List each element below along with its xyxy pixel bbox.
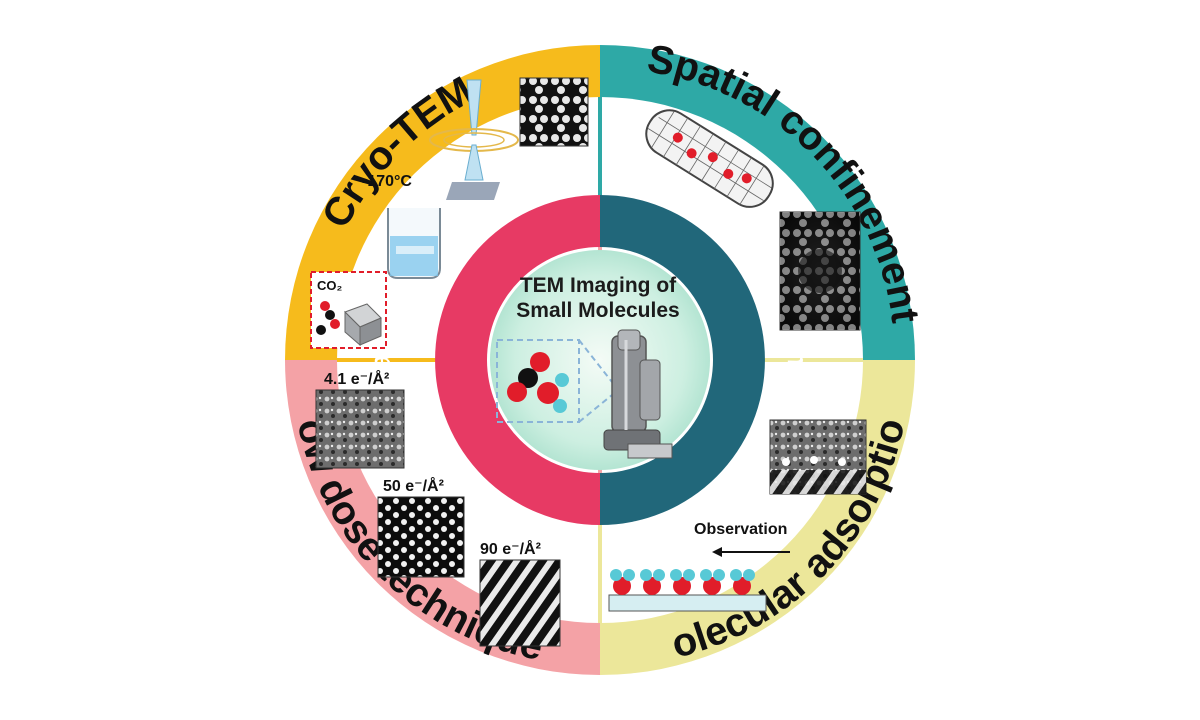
- liquid-nitrogen-vessel-icon: [387, 208, 441, 279]
- low-dose-panel: 4.1 e⁻/Å² 50 e⁻/Å² 90 e⁻/Å²: [315, 369, 561, 647]
- spatial-confinement-panel: [645, 109, 861, 331]
- dose-image-1: [315, 389, 405, 469]
- cryo-temperature-label: -170°C: [362, 173, 412, 190]
- cryo-co2-label: CO₂: [317, 278, 343, 293]
- inner-ring-left: [435, 195, 600, 525]
- tem-microscope-icon: [603, 329, 673, 459]
- inner-ring-right: [600, 195, 765, 525]
- cryo-hex-image: [519, 77, 589, 147]
- dose-label-3: 90 e⁻/Å²: [480, 539, 541, 558]
- dose-label-1: 4.1 e⁻/Å²: [324, 369, 389, 388]
- carbon-nanotube-icon: [645, 109, 774, 208]
- inner-ring: [435, 195, 765, 525]
- dose-label-2: 50 e⁻/Å²: [383, 476, 444, 495]
- dose-image-3: [479, 559, 561, 647]
- adsorbed-molecules: [610, 569, 755, 595]
- substrate-surface: [608, 594, 767, 612]
- center-title-line2: Small Molecules: [516, 299, 679, 322]
- observation-label: Observation: [694, 521, 787, 538]
- cryo-tem-panel: -170°C CO₂: [310, 77, 589, 349]
- co2-molecule-icon: [496, 339, 613, 423]
- center-title-line1: TEM Imaging of: [520, 274, 677, 297]
- dose-image-2: [377, 496, 465, 578]
- observation-arrow-icon: [712, 547, 722, 557]
- molecular-adsorption-panel: Observation: [608, 419, 867, 612]
